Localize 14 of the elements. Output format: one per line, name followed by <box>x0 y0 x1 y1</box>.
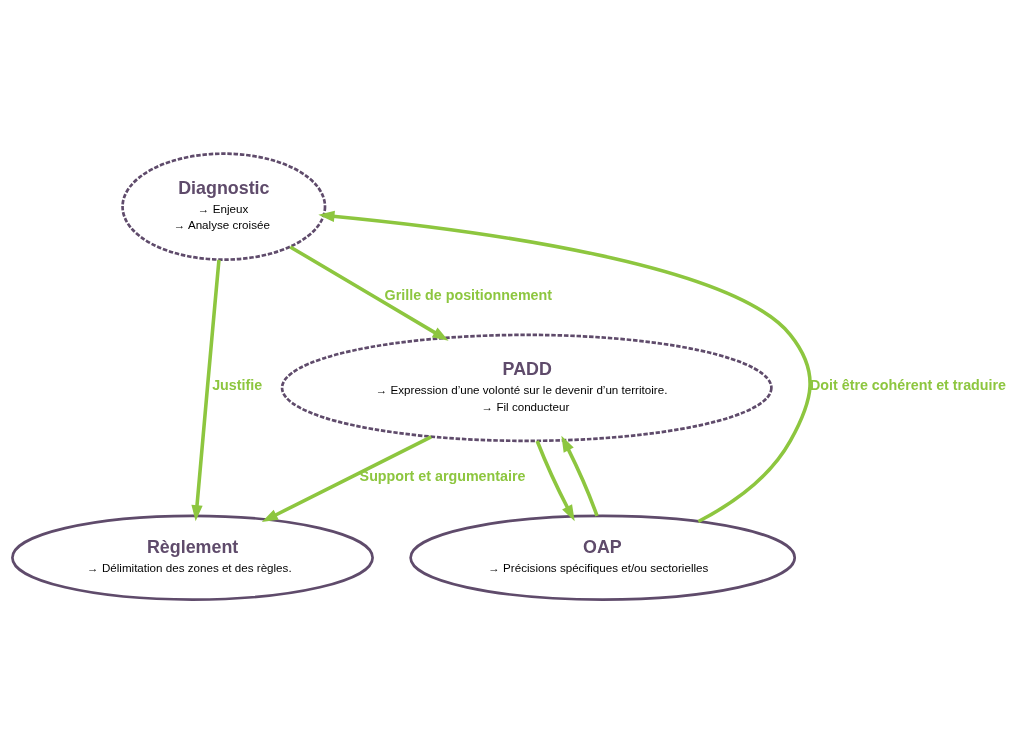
arrow <box>191 259 221 522</box>
arrow <box>289 245 449 341</box>
edge-label: Grille de positionnement <box>384 286 553 303</box>
node-ellipse: Règlement → Délimitation des zones et des règles. <box>11 514 374 601</box>
arrow <box>561 435 599 517</box>
arrow <box>318 210 812 524</box>
edge-label: Doit être cohérent et traduire <box>809 377 1007 394</box>
node-ellipse: PADD → Expression d’une volonté sur le devenir d’un territoire. → Fil conducteur <box>280 333 773 443</box>
arrow <box>535 440 575 522</box>
arrow <box>261 435 432 522</box>
node-ellipse: OAP → Précisions spécifiques et/ou sectorielles <box>409 514 797 601</box>
edge-label: Support et argumentaire <box>359 467 526 484</box>
edge-label: Justifie <box>212 377 263 394</box>
node-ellipse: Diagnostic → Enjeux → Analyse croisée <box>121 152 327 261</box>
